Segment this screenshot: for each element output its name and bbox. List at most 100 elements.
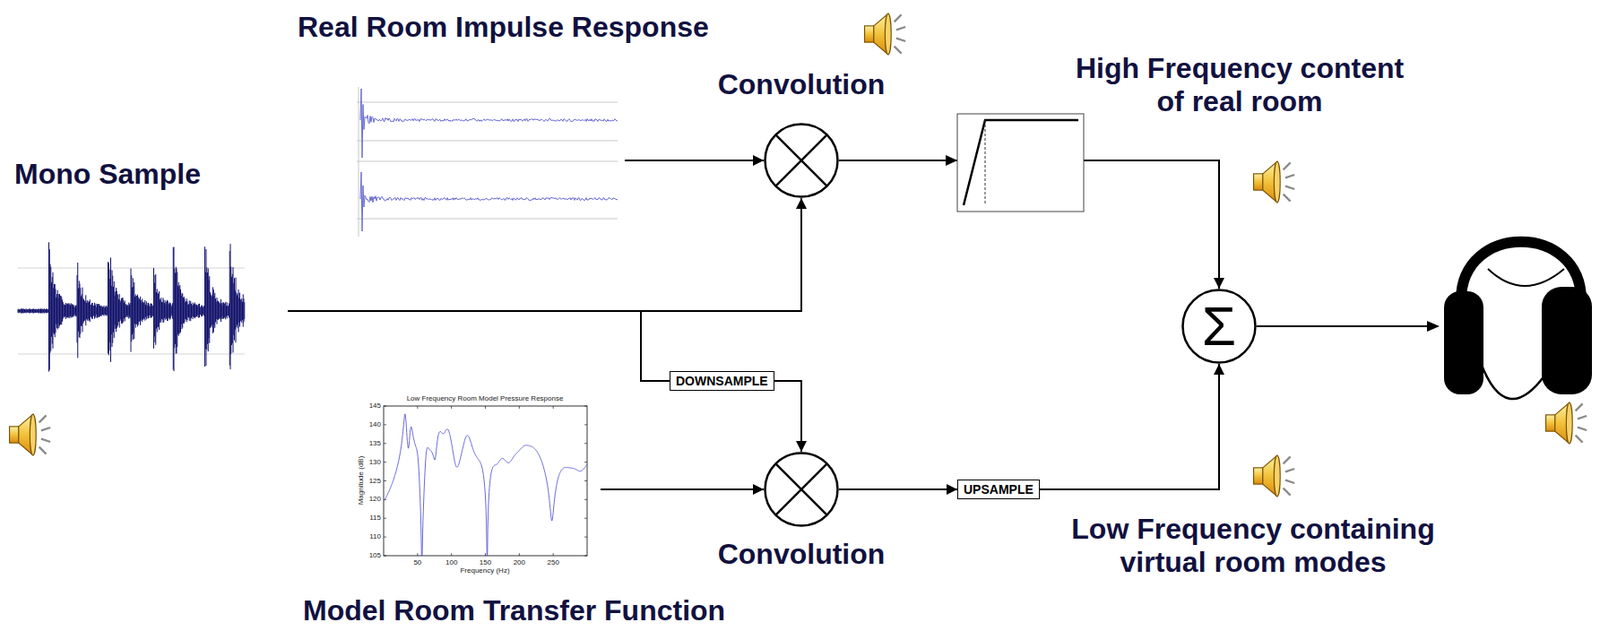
tick-label: 115 (369, 513, 381, 523)
cutoff-line (985, 120, 986, 206)
tick-label: 200 (513, 558, 526, 568)
convolution-node: Convolution (763, 451, 839, 528)
source-signal: Mono Sample (14, 157, 288, 391)
tick-mark (383, 442, 387, 444)
signal-connector (838, 488, 958, 491)
tick-mark (584, 406, 588, 407)
tick-label: 150 (479, 558, 492, 568)
tick-mark (584, 442, 588, 444)
summing-junction: Σ (1181, 288, 1257, 364)
waveform (17, 242, 245, 372)
chin-line (1480, 363, 1546, 399)
grid-line (356, 161, 618, 163)
signal-connector (600, 488, 764, 491)
tick-mark (484, 553, 486, 556)
node-heading: Mono Sample (14, 157, 201, 191)
circle-outline (765, 453, 839, 527)
grid-line (17, 354, 245, 355)
tick-label: 130 (369, 458, 381, 468)
filter-box (957, 113, 1084, 212)
tick-mark (383, 518, 387, 519)
tick-label: 135 (369, 439, 381, 449)
axis-ticks (383, 406, 588, 556)
signal-caption: High Frequency content of real room (1069, 51, 1410, 119)
tick-mark (518, 553, 520, 556)
downsample-box: DOWNSAMPLE (669, 371, 775, 391)
tick-mark (584, 423, 588, 425)
signal-connector (287, 311, 670, 381)
filter-curve (963, 120, 1079, 206)
tick-mark (416, 553, 418, 556)
tick-mark (383, 406, 387, 407)
ir-trace (360, 88, 618, 158)
tick-mark (584, 461, 588, 463)
node-heading: Convolution (717, 537, 886, 571)
tick-mark (383, 555, 387, 557)
tick-mark (383, 536, 387, 538)
grid-line (356, 218, 618, 220)
ir-trace (360, 172, 618, 232)
tick-label: 140 (369, 420, 381, 430)
speaker-icons (9, 13, 1588, 497)
grid-line (17, 268, 245, 269)
circle-outline (765, 124, 839, 198)
speaker-icon (1546, 402, 1588, 444)
tick-mark (383, 461, 387, 463)
tick-mark (383, 423, 387, 425)
grid-line (356, 102, 618, 104)
speaker-icon (1254, 161, 1296, 203)
tick-mark (584, 480, 588, 482)
tick-label: 125 (369, 476, 381, 486)
headphones-figure (1256, 242, 1592, 399)
tick-mark (383, 480, 387, 482)
signal-connector (624, 159, 764, 162)
speaker-icon (9, 414, 52, 456)
box-label: UPSAMPLE (963, 481, 1034, 498)
sum-sign: Σ (1181, 288, 1257, 364)
tick-label: 50 (413, 558, 422, 568)
signal-connector (774, 380, 802, 452)
response-curve (384, 414, 588, 556)
arrow-head (945, 155, 958, 166)
impulse-response: Real Room Impulse Response (297, 10, 711, 237)
arrow-head (1427, 320, 1440, 332)
signal-caption: Low Frequency containing virtual room mo… (1060, 512, 1446, 580)
convolution-node: Convolution (763, 122, 839, 199)
cross-line (775, 134, 827, 186)
box-label: DOWNSAMPLE (675, 372, 769, 390)
convolution-symbol (763, 122, 839, 199)
hair-line (1487, 268, 1565, 286)
tick-mark (584, 555, 588, 557)
highpass-filter (945, 113, 1084, 212)
transfer-function: Model Room Transfer Function (302, 392, 727, 631)
speaker-icon (1254, 455, 1296, 497)
cross-line (775, 463, 827, 515)
plot-axes (383, 406, 588, 556)
tick-label: 105 (369, 551, 381, 561)
tick-mark (584, 499, 588, 501)
plot-title: Low Frequency Room Model Pressure Respon… (406, 394, 564, 404)
signal-connector (1039, 363, 1220, 490)
axis-title: Magnitude (dB) (356, 456, 366, 506)
tick-mark (584, 518, 588, 519)
ear-cup (1444, 291, 1484, 395)
transfer-function-plot (362, 394, 601, 574)
tick-mark (416, 406, 418, 409)
axis-title: Frequency (Hz) (459, 566, 510, 576)
tick-mark (553, 553, 554, 556)
tick-mark (553, 406, 554, 409)
ear-cup (1541, 286, 1592, 395)
cross-line (775, 463, 827, 515)
tick-mark (584, 536, 588, 538)
node-heading: Real Room Impulse Response (297, 10, 710, 44)
tick-label: 110 (369, 532, 381, 542)
tick-mark (450, 553, 452, 556)
tick-mark (484, 406, 486, 409)
node-heading: Model Room Transfer Function (302, 594, 726, 628)
node-heading: Convolution (717, 68, 886, 102)
tick-mark (518, 406, 520, 409)
tick-label: 120 (369, 494, 381, 504)
output-line (1256, 325, 1429, 328)
tick-label: 145 (369, 401, 381, 411)
